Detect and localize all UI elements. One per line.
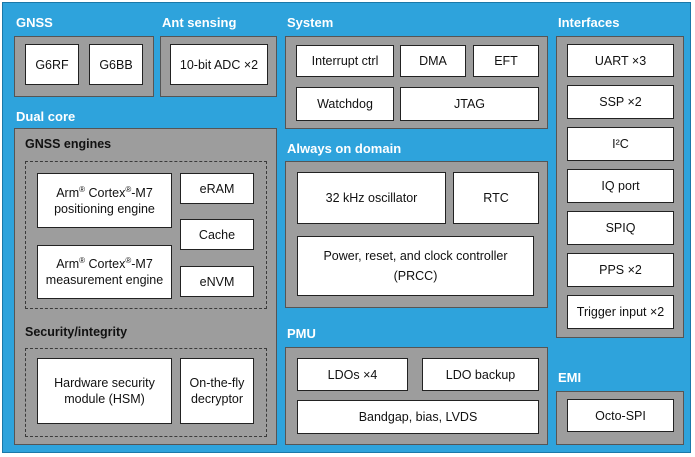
- prcc-block: Power, reset, and clock controller (PRCC…: [297, 236, 534, 296]
- interfaces-title: Interfaces: [558, 15, 620, 30]
- ant-sensing-title: Ant sensing: [162, 15, 237, 30]
- trigger-input-block: Trigger input ×2: [567, 295, 674, 329]
- dual-core-section: GNSS engines Arm® Cortex®-M7 positioning…: [14, 128, 277, 445]
- eram-block: eRAM: [180, 173, 254, 204]
- dual-core-title: Dual core: [16, 109, 76, 124]
- jtag-block: JTAG: [400, 87, 539, 121]
- g6bb-block: G6BB: [89, 44, 143, 85]
- security-group: Hardware security module (HSM) On-the-fl…: [25, 348, 267, 437]
- spiq-block: SPIQ: [567, 211, 674, 245]
- i2c-block: I²C: [567, 127, 674, 161]
- ant-sensing-section: 10-bit ADC ×2: [160, 36, 277, 97]
- rtc-block: RTC: [453, 172, 539, 224]
- ldos-block: LDOs ×4: [297, 358, 408, 391]
- eft-block: EFT: [473, 45, 539, 77]
- interrupt-ctrl-block: Interrupt ctrl: [296, 45, 394, 77]
- system-title: System: [287, 15, 334, 30]
- gnss-title: GNSS: [16, 15, 53, 30]
- interfaces-section: UART ×3 SSP ×2 I²C IQ port SPIQ PPS ×2 T…: [556, 36, 684, 338]
- gnss-section: G6RF G6BB: [14, 36, 154, 97]
- emi-title: EMI: [558, 370, 582, 385]
- dma-block: DMA: [400, 45, 466, 77]
- pmu-section: LDOs ×4 LDO backup Bandgap, bias, LVDS: [285, 347, 548, 445]
- measurement-engine-block: Arm® Cortex®-M7 measurement engine: [37, 245, 172, 299]
- always-on-title: Always on domain: [287, 141, 402, 156]
- pps-block: PPS ×2: [567, 253, 674, 287]
- gnss-engines-group: Arm® Cortex®-M7 positioning engine eRAM …: [25, 161, 267, 309]
- otf-decryptor-block: On-the-fly decryptor: [180, 358, 254, 424]
- envm-block: eNVM: [180, 266, 254, 297]
- ssp-block: SSP ×2: [567, 85, 674, 119]
- watchdog-block: Watchdog: [296, 87, 394, 121]
- iq-port-block: IQ port: [567, 169, 674, 203]
- system-section: Interrupt ctrl DMA EFT Watchdog JTAG: [285, 36, 548, 129]
- oscillator-block: 32 kHz oscillator: [297, 172, 446, 224]
- cache-block: Cache: [180, 219, 254, 250]
- gnss-engines-title: GNSS engines: [25, 137, 112, 151]
- octo-spi-block: Octo-SPI: [567, 399, 674, 432]
- emi-section: Octo-SPI: [556, 391, 684, 445]
- ldo-backup-block: LDO backup: [422, 358, 539, 391]
- adc-block: 10-bit ADC ×2: [170, 44, 268, 85]
- security-title: Security/integrity: [25, 325, 128, 339]
- uart-block: UART ×3: [567, 44, 674, 77]
- g6rf-block: G6RF: [25, 44, 79, 85]
- always-on-section: 32 kHz oscillator RTC Power, reset, and …: [285, 161, 548, 308]
- positioning-engine-block: Arm® Cortex®-M7 positioning engine: [37, 173, 172, 228]
- hsm-block: Hardware security module (HSM): [37, 358, 172, 424]
- pmu-title: PMU: [287, 326, 316, 341]
- bandgap-block: Bandgap, bias, LVDS: [297, 400, 539, 434]
